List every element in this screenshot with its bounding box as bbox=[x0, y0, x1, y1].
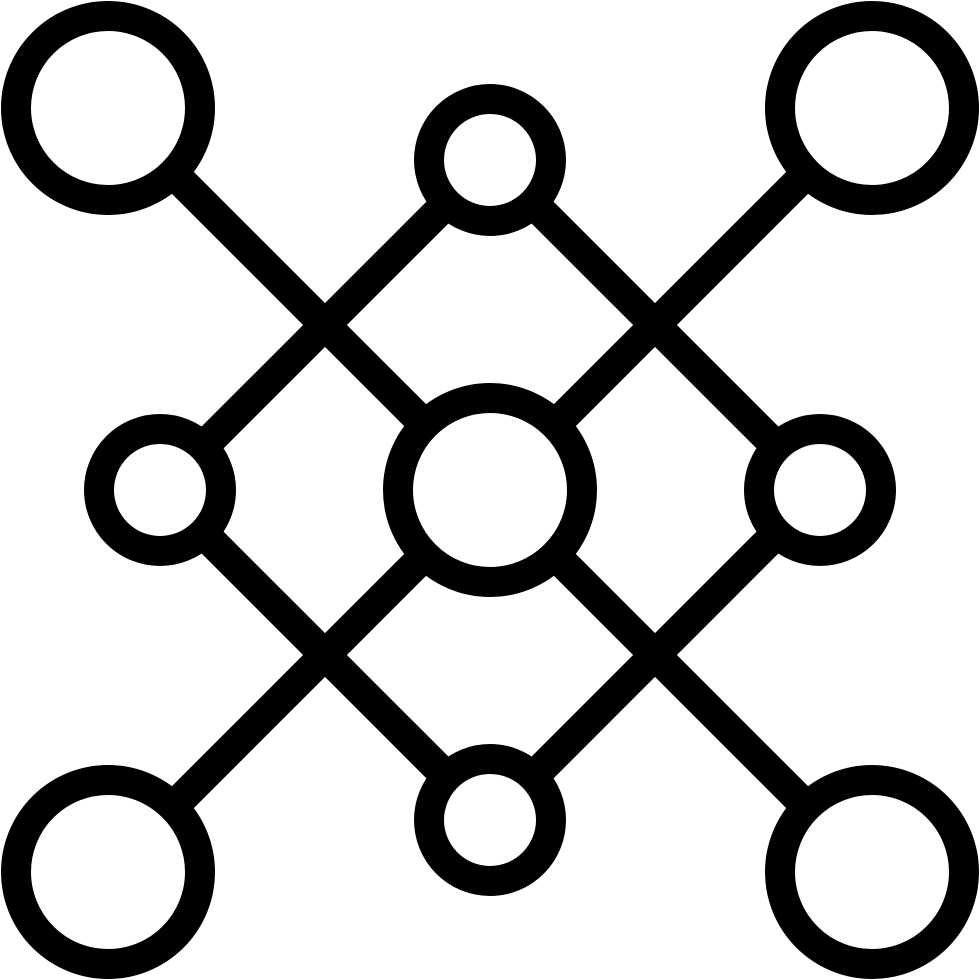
node-mid-top bbox=[414, 84, 566, 236]
node-mid-right bbox=[744, 414, 896, 566]
node-corner-top-right bbox=[765, 1, 979, 215]
node-mid-bottom bbox=[414, 744, 566, 896]
edge-top-to-right bbox=[479, 149, 831, 501]
node-center bbox=[383, 383, 597, 597]
node-corner-top-left bbox=[1, 1, 215, 215]
node-corner-bottom-right bbox=[765, 765, 979, 979]
node-corner-bottom-left bbox=[1, 765, 215, 979]
edge-bottom-to-right bbox=[479, 479, 831, 831]
edge-top-to-left bbox=[149, 149, 501, 501]
edge-bottom-to-left bbox=[149, 479, 501, 831]
node-mid-left bbox=[84, 414, 236, 566]
